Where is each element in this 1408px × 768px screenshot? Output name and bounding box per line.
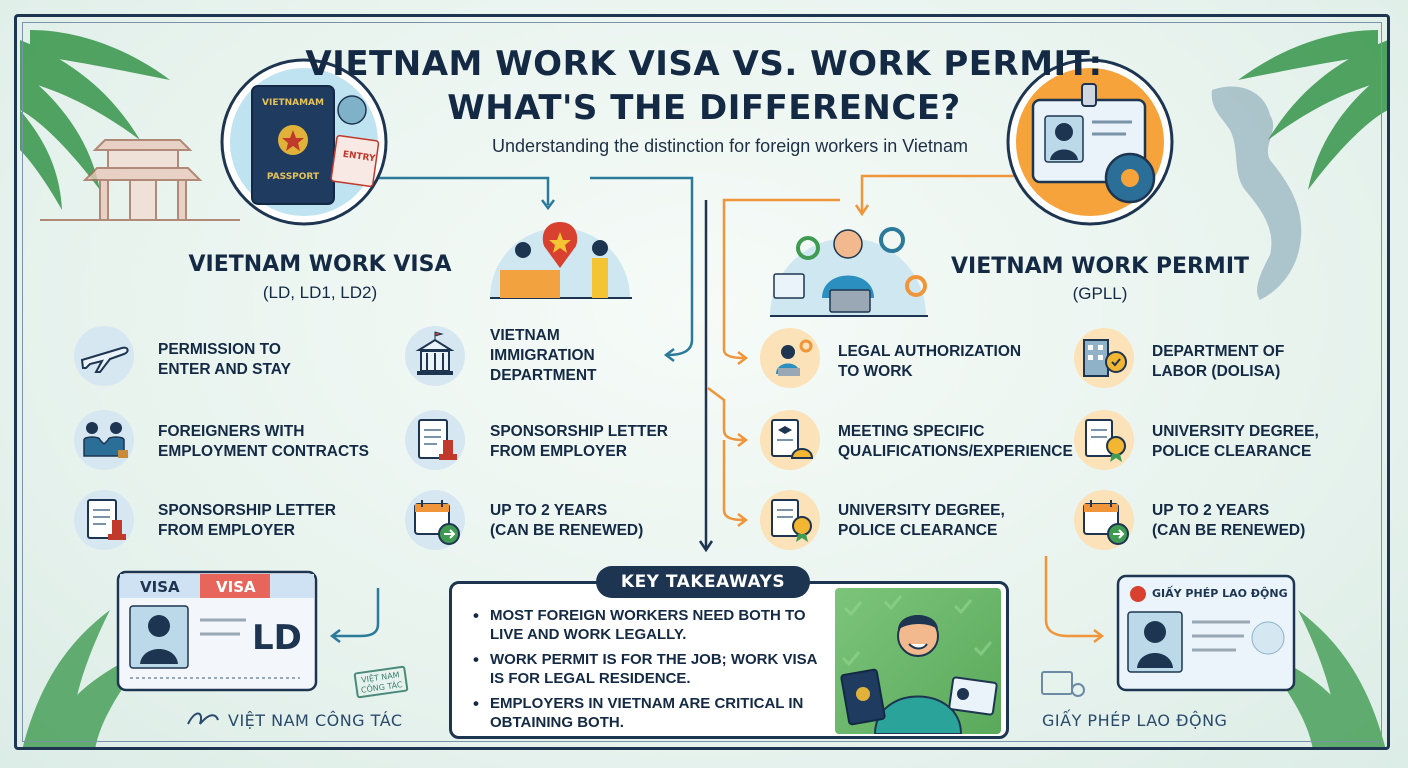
- footer-right-brand: GIẤY PHÉP LAO ĐỘNG: [1042, 711, 1228, 730]
- permit-item-4-text: UNIVERSITY DEGREE, POLICE CLEARANCE: [1152, 423, 1319, 460]
- passport-emblem-icon: [220, 58, 388, 226]
- handshake-icon: [74, 410, 134, 470]
- visa-section-title: VIETNAM WORK VISA: [188, 252, 452, 277]
- permit-section-codes: (GPLL): [1072, 284, 1128, 303]
- calendar-renew-icon: [1074, 490, 1134, 550]
- visa-card-label-blue: VISA: [140, 578, 180, 596]
- permit-item-6-text: UP TO 2 YEARS (CAN BE RENEWED): [1152, 502, 1306, 539]
- page-subtitle: Understanding the distinction for foreig…: [492, 136, 968, 156]
- worker-tools-icon: [760, 328, 820, 388]
- passport-label: PASSPORT: [266, 172, 320, 182]
- visa-card-icon: [116, 570, 318, 692]
- government-building-icon: [405, 326, 465, 386]
- visa-item-2-text: VIETNAM IMMIGRATION DEPARTMENT: [490, 327, 597, 384]
- degree-certificate-icon: [760, 490, 820, 550]
- visa-card-code: LD: [252, 618, 302, 658]
- inner-frame: [22, 22, 1382, 742]
- visa-item-4-text: SPONSORSHIP LETTER FROM EMPLOYER: [490, 423, 668, 460]
- connector-arrows: [329, 174, 1105, 643]
- airplane-icon: [74, 326, 134, 386]
- qualification-document-icon: [760, 410, 820, 470]
- visa-item-1-text: PERMISSION TO ENTER AND STAY: [158, 341, 291, 378]
- key-takeaways-list: MOST FOREIGN WORKERS NEED BOTH TO LIVE A…: [470, 606, 830, 738]
- title-line-2: WHAT'S THE DIFFERENCE?: [447, 88, 961, 128]
- permit-item-5-text: UNIVERSITY DEGREE, POLICE CLEARANCE: [838, 502, 1005, 539]
- footer-left-brand: VIỆT NAM CÔNG TÁC: [228, 711, 403, 730]
- signature-icon: [187, 712, 219, 725]
- palm-leaves-left-icon: [20, 30, 170, 210]
- worker-laptop-icon: [770, 227, 928, 317]
- key-takeaways-label: KEY TAKEAWAYS: [596, 566, 810, 598]
- title-line-1: VIETNAM WORK VISA VS. WORK PERMIT:: [305, 44, 1103, 84]
- passport-country-label: VIETNAMAM: [262, 98, 324, 108]
- permit-section-title: VIETNAM WORK PERMIT: [950, 254, 1250, 279]
- happy-worker-illustration: [835, 588, 1001, 734]
- immigration-meeting-icon: [490, 222, 632, 299]
- visa-item-3-text: FOREIGNERS WITH EMPLOYMENT CONTRACTS: [158, 423, 369, 460]
- degree-certificate-icon: [1074, 410, 1134, 470]
- sponsorship-letter-icon: [405, 410, 465, 470]
- certificate-small-icon: [1041, 671, 1085, 697]
- permit-card-header: GIẤY PHÉP LAO ĐỘNG: [1152, 587, 1288, 600]
- vietnam-map-icon: [1211, 86, 1302, 300]
- page-title: VIETNAM WORK VISA VS. WORK PERMIT: WHAT'…: [300, 42, 1108, 130]
- pagoda-gate-icon: [40, 139, 240, 221]
- work-permit-card-icon: [1116, 574, 1296, 692]
- takeaway-item-2: WORK PERMIT IS FOR THE JOB; WORK VISA IS…: [470, 650, 830, 688]
- labor-office-icon: [1074, 328, 1134, 388]
- visa-card-label-red: VISA: [216, 578, 256, 596]
- palm-leaves-right-icon: [1238, 30, 1388, 190]
- outer-frame: [14, 14, 1390, 750]
- permit-item-2-text: DEPARTMENT OF LABOR (DOLISA): [1152, 343, 1285, 380]
- visa-section-codes: (LD, LD1, LD2): [262, 283, 378, 302]
- id-badge-gear-icon: [1006, 58, 1174, 226]
- takeaway-item-1: MOST FOREIGN WORKERS NEED BOTH TO LIVE A…: [470, 606, 830, 644]
- calendar-renew-icon: [405, 490, 465, 550]
- permit-item-1-text: LEGAL AUTHORIZATION TO WORK: [838, 343, 1022, 380]
- sponsorship-letter-icon: [74, 490, 134, 550]
- takeaway-item-3: EMPLOYERS IN VIETNAM ARE CRITICAL IN OBT…: [470, 694, 830, 732]
- permit-item-3-text: MEETING SPECIFIC QUALIFICATIONS/EXPERIEN…: [838, 423, 1073, 460]
- visa-item-6-text: UP TO 2 YEARS (CAN BE RENEWED): [490, 502, 644, 539]
- visa-item-5-text: SPONSORSHIP LETTER FROM EMPLOYER: [158, 502, 336, 539]
